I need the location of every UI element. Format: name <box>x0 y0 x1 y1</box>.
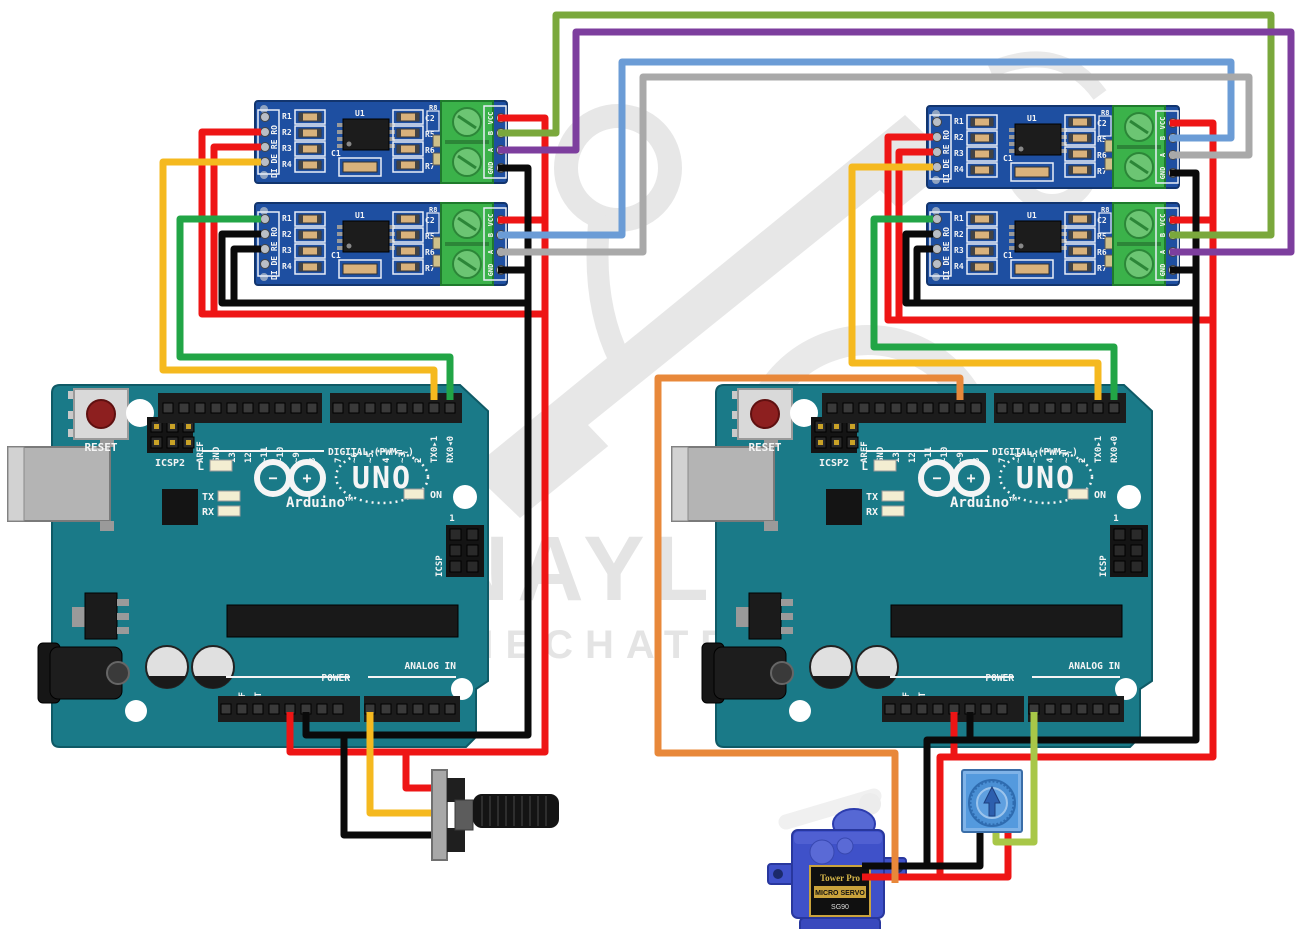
pot-hexnut <box>447 828 465 852</box>
wire-ro-rx-left <box>176 215 454 400</box>
wire-bus-b-blue <box>498 58 1235 239</box>
arduino-left <box>8 385 488 747</box>
wires <box>159 11 1295 883</box>
trimmer-knurl <box>968 779 1016 827</box>
rs485-right-bottom <box>925 201 1181 287</box>
wire-ro-rx-right <box>870 215 1118 400</box>
pot-hexnut <box>447 778 465 802</box>
wire-de-right-bottom <box>913 245 933 303</box>
wire-re-left-bottom <box>218 230 528 307</box>
wire-bus-a-purple <box>498 28 1295 256</box>
rs485-left-bottom <box>253 201 509 287</box>
trimmer-arrow-icon <box>983 785 1001 817</box>
servo-bottom <box>799 917 881 929</box>
wire-servo-signal <box>654 374 964 883</box>
servo-body-highlight <box>794 832 882 844</box>
servo-horn-hub <box>859 793 881 815</box>
servo-code: SG90 <box>831 904 849 911</box>
wire-5v-right-main <box>936 119 1217 877</box>
servo-label: Tower Pro MICRO SERVO SG90 <box>809 865 871 917</box>
servo-brand: Tower Pro <box>820 873 861 883</box>
wire-re-right-top <box>884 133 1213 324</box>
wire-pot-vcc <box>402 752 434 792</box>
wire-servo-trimmer-gnd <box>862 824 984 870</box>
wire-pot-gnd <box>340 735 434 839</box>
wire-di-tx-right <box>848 163 1102 400</box>
servo-gear <box>809 839 835 865</box>
pot-shaft-ridges <box>481 796 547 826</box>
wire-re-left-top <box>198 128 545 318</box>
pot-bushing <box>454 799 474 831</box>
wire-gnd-left-main <box>302 164 532 739</box>
wire-5v-left-main <box>286 114 549 756</box>
wire-di-tx-left <box>159 158 438 400</box>
wire-re-right-bottom <box>902 230 1196 307</box>
rs485-left-top <box>253 99 509 185</box>
rs485-right-top <box>925 104 1181 190</box>
servo-motor: Tower Pro MICRO SERVO SG90 <box>767 788 907 929</box>
servo-model: MICRO SERVO <box>815 890 865 897</box>
pot-bracket <box>431 769 448 861</box>
servo-tab-hole <box>773 869 783 879</box>
wire-bus-b-green <box>498 11 1275 239</box>
wire-gnd-right-main <box>923 169 1200 866</box>
wire-de-right-top <box>895 148 933 320</box>
potentiometer <box>431 769 559 861</box>
servo-gear <box>836 837 854 855</box>
wire-de-left-top <box>210 143 261 314</box>
wire-de-left-bottom <box>230 245 261 303</box>
arduino-right <box>672 385 1152 747</box>
wire-bus-a-gray <box>498 73 1253 256</box>
trimmer-pot <box>961 769 1023 833</box>
wire-pot-wiper-a0 <box>366 712 434 817</box>
servo-horn <box>778 788 882 830</box>
